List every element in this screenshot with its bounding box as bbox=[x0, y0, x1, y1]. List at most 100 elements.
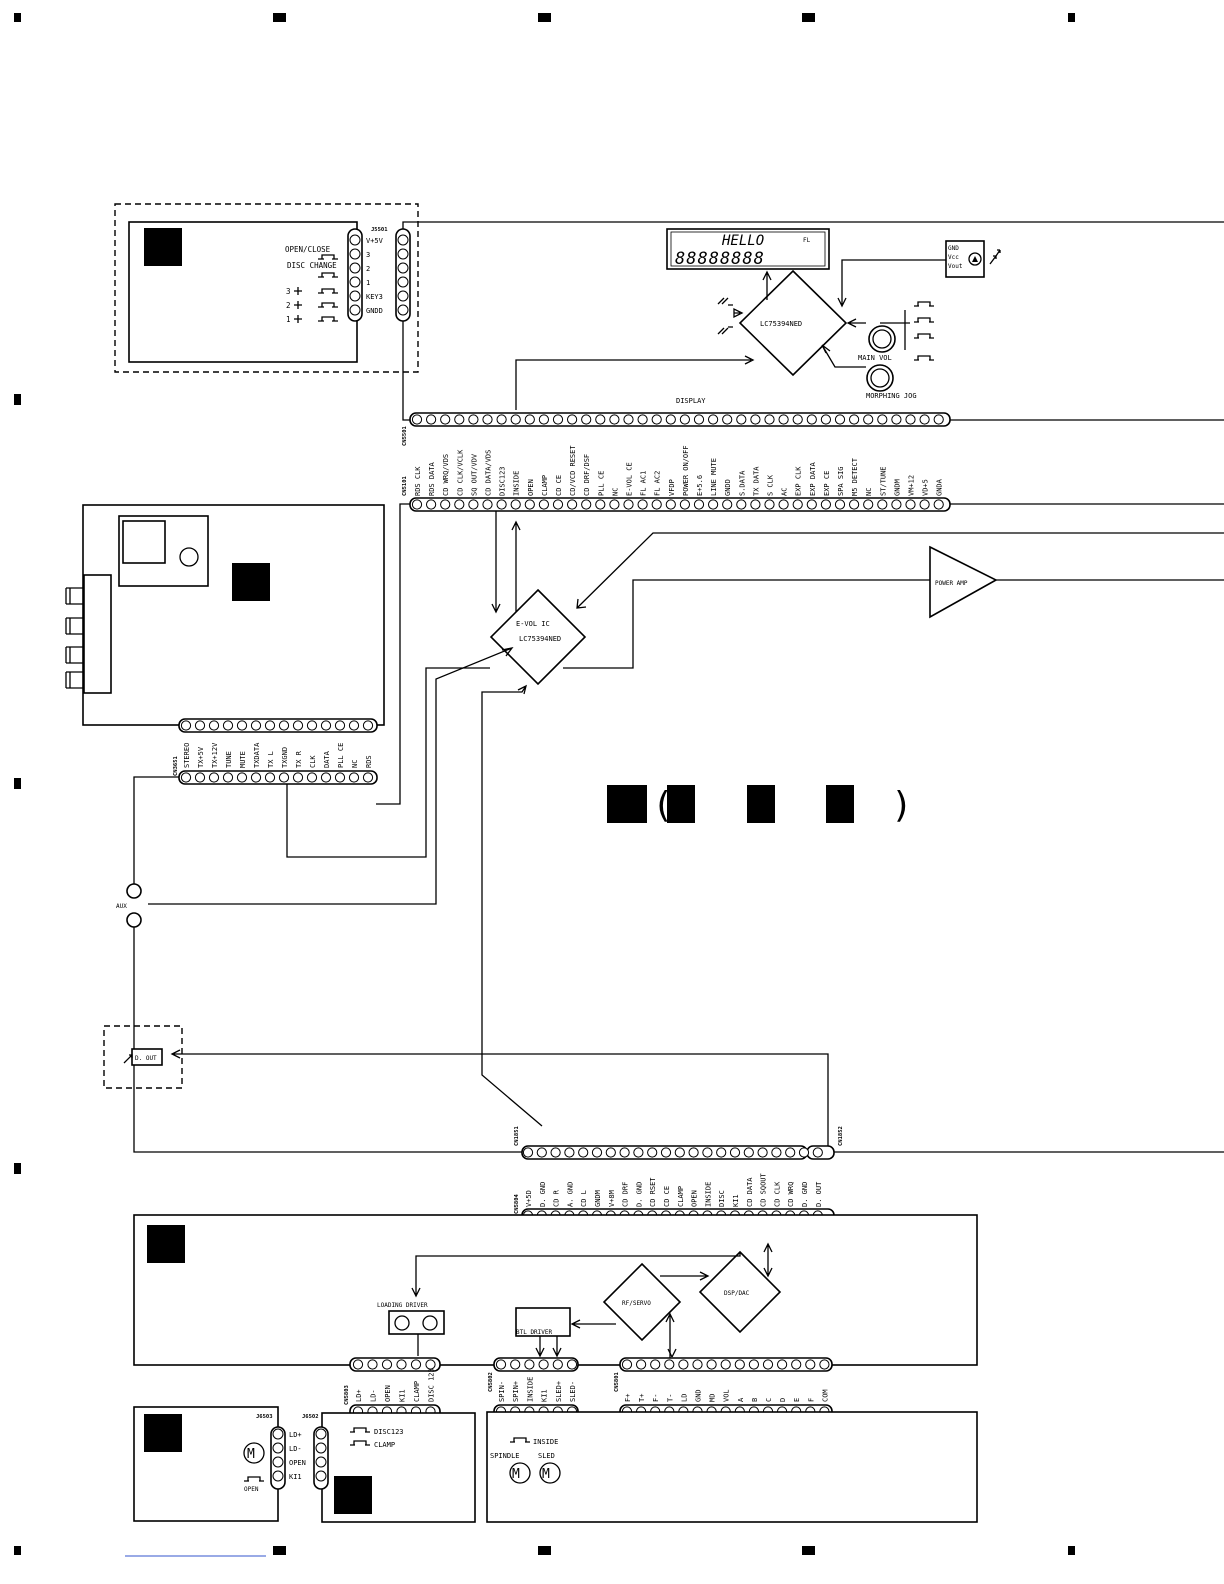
tuner-signal-4: MUTE bbox=[239, 751, 247, 768]
tuner-signal-6: TX L bbox=[267, 751, 275, 768]
cn5101-pin bbox=[792, 499, 803, 510]
cd-signal-3: A. GND bbox=[566, 1182, 574, 1207]
tuner-pin bbox=[292, 720, 304, 731]
cn3651-label: CN3651 bbox=[173, 755, 179, 776]
bus-signal-21: LINE MUTE bbox=[710, 458, 718, 496]
tuner-pin bbox=[180, 772, 192, 783]
cn5101-pin bbox=[454, 499, 465, 510]
cn1851-pin bbox=[536, 1147, 547, 1158]
disc-change-label: DISC CHANGE bbox=[287, 261, 337, 270]
tuner-signal-11: PLL CE bbox=[337, 743, 345, 768]
cd-signal-4: CD L bbox=[580, 1190, 588, 1207]
cn1851-pin bbox=[660, 1147, 672, 1158]
svg-text:GND: GND bbox=[948, 245, 959, 252]
cn5803-pin bbox=[425, 1359, 436, 1370]
cn1851-pin bbox=[757, 1147, 768, 1158]
bus-signal-4: SQ OUT/VDV bbox=[470, 453, 478, 496]
board-id-mark bbox=[144, 1414, 182, 1452]
tuner-pin bbox=[306, 772, 318, 783]
tuner-signal-0: STEREO bbox=[183, 743, 191, 768]
cn5801-pin bbox=[720, 1359, 731, 1370]
tuner-signal-2: TX+12V bbox=[211, 742, 219, 768]
loading-signal-0: LD+ bbox=[355, 1389, 363, 1402]
board-id-mark bbox=[232, 563, 270, 601]
cn5801-pin bbox=[791, 1359, 802, 1370]
bus-signal-10: CD CE bbox=[555, 475, 563, 496]
svg-text:LOADING DRIVER: LOADING DRIVER bbox=[377, 1302, 428, 1309]
cn1851-pin bbox=[798, 1147, 810, 1158]
svg-text:CLAMP: CLAMP bbox=[374, 1441, 395, 1449]
bus-signal-1: RDS DATA bbox=[428, 461, 436, 496]
cn5101-pin bbox=[552, 499, 564, 510]
cn5803-pin bbox=[381, 1359, 393, 1370]
cd-signal-5: GNDM bbox=[594, 1190, 602, 1207]
tuner-pin bbox=[250, 720, 262, 731]
cd-signal-8: D. GND bbox=[635, 1182, 643, 1207]
cn5802-pin bbox=[510, 1359, 521, 1370]
spindle-motor-icon bbox=[509, 1462, 531, 1484]
cn5101-pin bbox=[849, 499, 860, 510]
bus-signal-34: GNDM bbox=[893, 479, 901, 496]
cn5501-pin bbox=[863, 414, 874, 425]
aux-jack-top bbox=[126, 883, 142, 899]
svg-text:2: 2 bbox=[286, 301, 291, 310]
bus-signal-31: M5 DETECT bbox=[851, 457, 859, 496]
bus-signal-15: E-VOL CE bbox=[626, 462, 634, 496]
spin-signal-0: SPIN- bbox=[498, 1381, 506, 1402]
cn5501-pin bbox=[637, 414, 648, 425]
cn5501-pin bbox=[411, 414, 423, 425]
cn5501-pin bbox=[440, 414, 451, 425]
bus-signal-7: INSIDE bbox=[513, 471, 521, 496]
bus-signal-33: ST/TUNE bbox=[879, 466, 887, 496]
bus-top-line bbox=[402, 221, 1224, 229]
svg-text:M: M bbox=[512, 1467, 520, 1482]
cn5803-pin bbox=[396, 1359, 407, 1370]
tuner-pin bbox=[208, 720, 220, 731]
mechanism-board bbox=[486, 1411, 978, 1523]
evol-ic bbox=[489, 588, 587, 686]
bus-signal-22: GNDD bbox=[724, 479, 732, 496]
cd-signal-7: CD DRF bbox=[622, 1182, 630, 1207]
svg-text:J6503: J6503 bbox=[256, 1414, 273, 1420]
cn5101-pin bbox=[722, 499, 733, 510]
bus-signal-25: S CLK bbox=[767, 474, 775, 496]
tuner-pin bbox=[222, 772, 234, 783]
cn5101-pin bbox=[891, 499, 902, 510]
pickup-signal-1: T+ bbox=[638, 1394, 646, 1402]
remote-sensor bbox=[945, 240, 985, 278]
spin-signal-4: SLED+ bbox=[555, 1381, 563, 1402]
bus-signal-12: CD DRF/DSF bbox=[583, 454, 591, 496]
cn5801-pin bbox=[819, 1359, 830, 1370]
bus-signal-26: AC bbox=[781, 488, 789, 496]
svg-text:V+5V: V+5V bbox=[366, 237, 384, 245]
cn5101-pin bbox=[496, 499, 507, 510]
cn5101-pin bbox=[778, 499, 789, 510]
cd-signal-15: KI1 bbox=[732, 1194, 740, 1207]
svg-text:LC75394NED: LC75394NED bbox=[760, 320, 802, 328]
tuner-pin bbox=[208, 772, 220, 783]
svg-text:2: 2 bbox=[366, 265, 370, 273]
pickup-signal-5: GND bbox=[695, 1389, 703, 1402]
cn5501-pin bbox=[623, 414, 634, 425]
svg-text:CN5804: CN5804 bbox=[514, 1193, 520, 1214]
cd-signal-12: OPEN bbox=[691, 1190, 699, 1207]
cn5501-pin bbox=[764, 414, 775, 425]
cn5501-pin bbox=[665, 414, 676, 425]
cn5801-pin bbox=[748, 1359, 760, 1370]
cn5501-pin bbox=[567, 414, 578, 425]
cn5101-pin bbox=[919, 499, 930, 510]
tuner-pin bbox=[250, 772, 262, 783]
clamp-switch-icon bbox=[350, 1440, 370, 1446]
cn5501-pin bbox=[806, 414, 817, 425]
cd-board bbox=[133, 1214, 978, 1366]
cn5803-pin bbox=[352, 1359, 364, 1370]
cn5501-pin bbox=[722, 414, 733, 425]
cn5802-pin bbox=[552, 1359, 563, 1370]
svg-text:LD+: LD+ bbox=[289, 1431, 302, 1439]
svg-text:Vout: Vout bbox=[948, 263, 963, 270]
display-switch-icons bbox=[914, 301, 934, 361]
cn1851-pin bbox=[564, 1147, 575, 1158]
aux-label: AUX bbox=[116, 903, 127, 910]
board-id-mark bbox=[334, 1476, 372, 1514]
cn5101-pin bbox=[595, 499, 606, 510]
